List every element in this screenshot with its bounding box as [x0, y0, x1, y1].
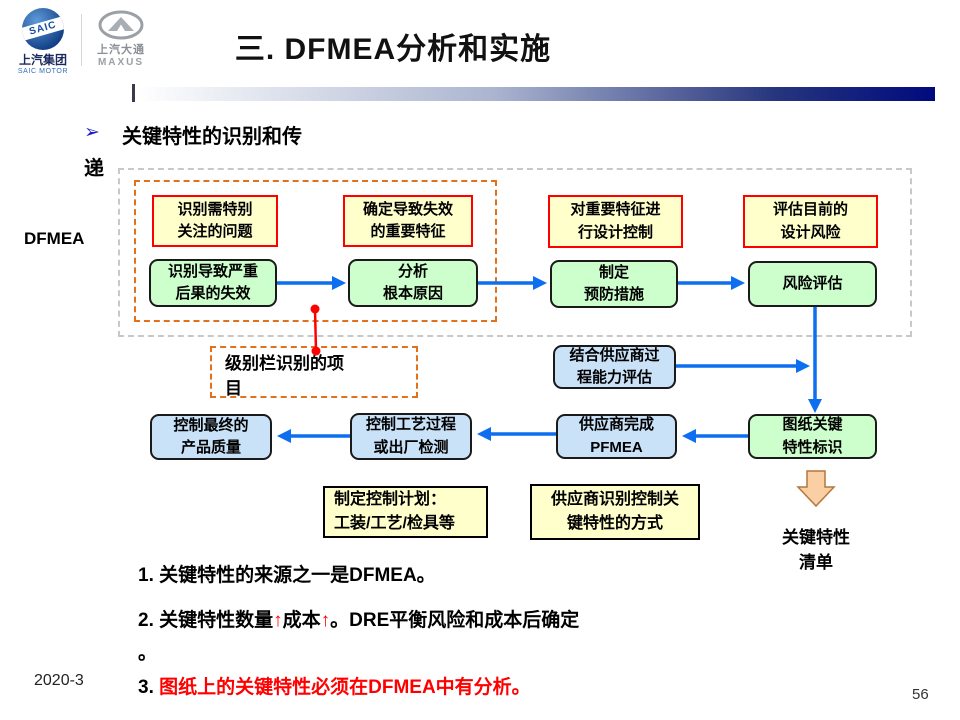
- note-3-text: 图纸上的关键特性必须在DFMEA中有分析。: [153, 677, 531, 698]
- callout-identify-issues: 识别需特别 关注的问题: [152, 195, 278, 247]
- saic-en-label: SAIC MOTOR: [17, 68, 69, 75]
- arrowhead: [808, 399, 822, 413]
- supplier-pfmea-box: 供应商完成 PFMEA: [556, 414, 677, 459]
- level-column-note: 级别栏识别的项 目: [210, 346, 418, 398]
- supplier-capability-box: 结合供应商过 程能力评估: [553, 345, 676, 389]
- slide-date: 2020-3: [34, 672, 84, 689]
- note-2-number: 2.: [138, 610, 154, 631]
- step-prevention: 制定 预防措施: [550, 260, 678, 308]
- saic-globe-icon: SAIC: [22, 8, 64, 50]
- maxus-en-label: MAXUS: [97, 57, 145, 68]
- heading-line2: 递: [84, 158, 104, 180]
- note-1: 1. 关键特性的来源之一是DFMEA。: [138, 560, 436, 587]
- step-identify-failure: 识别导致严重 后果的失效: [149, 259, 277, 307]
- up-arrow-icon: ↑: [320, 610, 331, 631]
- saic-badge: SAIC: [22, 15, 64, 42]
- page-number: 56: [912, 686, 929, 703]
- kc-list-label: 关键特性 清单: [782, 528, 850, 572]
- heading-line1: ➢ 关键特性的识别和传: [84, 120, 504, 149]
- title-rule: [137, 87, 935, 101]
- block-down-arrow-icon: [796, 470, 836, 508]
- up-arrow-icon: ↑: [273, 610, 283, 631]
- title-rule-tick: [132, 84, 135, 102]
- maxus-logo: 上汽大通 MAXUS: [88, 10, 154, 68]
- maxus-emblem-icon: [98, 10, 144, 40]
- drawing-kc-mark-box: 图纸关键 特性标识: [748, 414, 877, 459]
- dfmea-scope-frame: [118, 168, 912, 337]
- section-heading: ➢ 关键特性的识别和传 递: [84, 120, 504, 181]
- arrowhead: [796, 359, 810, 373]
- logo-divider: [81, 14, 82, 66]
- note-1-number: 1.: [138, 565, 154, 586]
- page-title: 三. DFMEA分析和实施: [234, 33, 552, 66]
- note-2-continuation: 。: [138, 643, 158, 664]
- final-quality-box: 控制最终的 产品质量: [150, 414, 272, 460]
- step-root-cause: 分析 根本原因: [348, 259, 478, 307]
- saic-logo: SAIC 上汽集团 SAIC MOTOR: [10, 8, 76, 75]
- note-2: 2. 关键特性数量↑成本↑。DRE平衡风险和成本后确定: [138, 605, 579, 632]
- control-plan-box: 制定控制计划： 工装/工艺/检具等: [323, 486, 488, 538]
- arrowhead: [682, 429, 696, 443]
- note-1-text: 关键特性的来源之一是DFMEA。: [153, 565, 436, 586]
- arrowhead: [477, 427, 491, 441]
- note-2-text-a: 关键特性数量: [153, 610, 274, 631]
- callout-design-risk: 评估目前的 设计风险: [743, 195, 878, 248]
- note-2-text-c: 。DRE平衡风险和成本后确定: [330, 610, 580, 631]
- note-2-text-b: 成本: [282, 610, 321, 631]
- arrowhead: [277, 429, 291, 443]
- maxus-cn-label: 上汽大通: [97, 44, 145, 56]
- dfmea-side-label: DFMEA: [24, 229, 85, 248]
- saic-cn-label: 上汽集团: [18, 53, 67, 67]
- supplier-method-box: 供应商识别控制关 键特性的方式: [530, 484, 700, 540]
- callout-design-control: 对重要特征进 行设计控制: [548, 195, 683, 248]
- heading-text: 关键特性的识别和传: [122, 126, 302, 148]
- callout-key-characteristics: 确定导致失效 的重要特征: [343, 195, 473, 247]
- arrow-bullet-icon: ➢: [84, 122, 100, 143]
- note-3-number: 3.: [138, 677, 154, 698]
- step-risk-assessment: 风险评估: [748, 261, 877, 307]
- note-3: 3. 图纸上的关键特性必须在DFMEA中有分析。: [138, 672, 531, 699]
- process-control-box: 控制工艺过程 或出厂检测: [350, 413, 472, 460]
